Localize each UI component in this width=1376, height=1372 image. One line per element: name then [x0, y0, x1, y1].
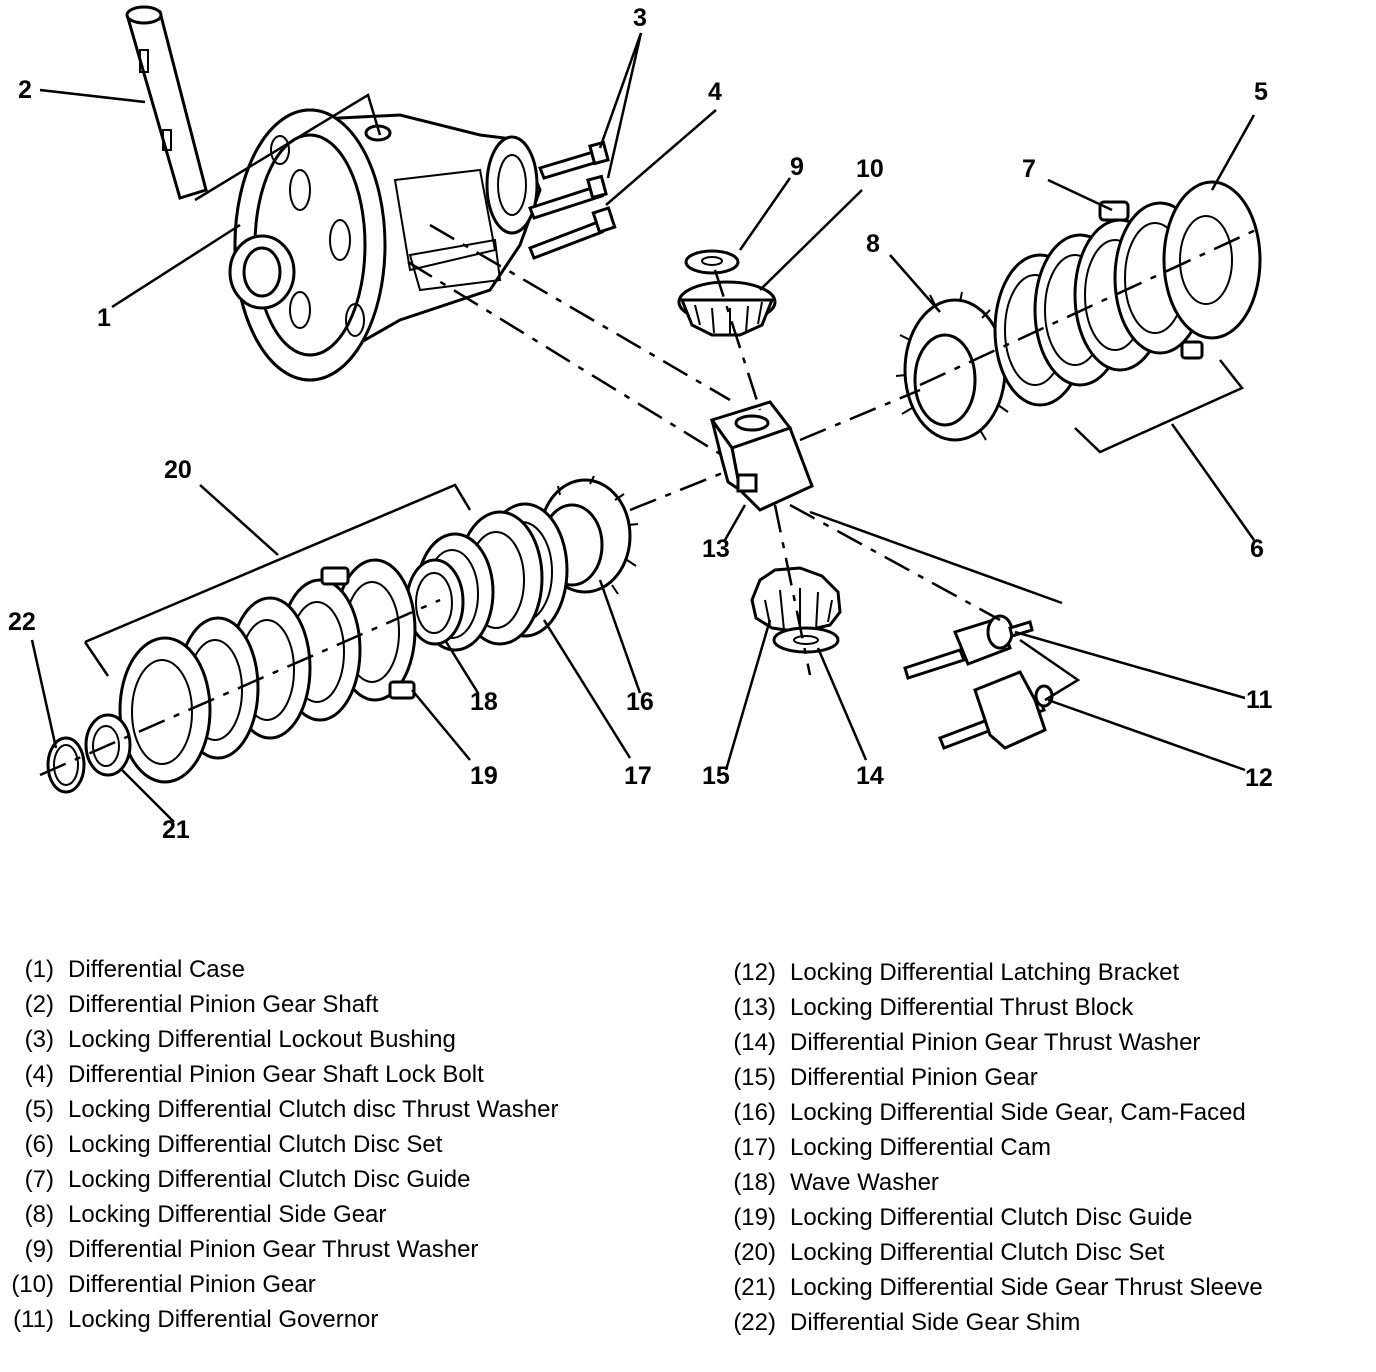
legend-item: (13)Locking Differential Thrust Block	[733, 994, 1134, 1021]
leader-lines	[30, 32, 1256, 823]
legend-item: (16)Locking Differential Side Gear, Cam-…	[733, 1099, 1246, 1126]
legend-item: (11)Locking Differential Governor	[13, 1306, 379, 1333]
legend-item: (10)Differential Pinion Gear	[11, 1271, 316, 1298]
legend-item: (8)Locking Differential Side Gear	[24, 1201, 387, 1228]
callout-2: 2	[18, 76, 32, 104]
callout-20: 20	[164, 456, 192, 484]
callout-13: 13	[702, 535, 730, 563]
callout-3: 3	[633, 4, 647, 32]
callout-10: 10	[856, 155, 884, 183]
callout-8: 8	[866, 230, 880, 258]
pinion-shaft-lock-bolt	[528, 206, 617, 260]
legend-item: (3)Locking Differential Lockout Bushing	[24, 1026, 456, 1053]
callout-6: 6	[1250, 535, 1264, 563]
parts-legend-left: (1)Differential Case (2)Differential Pin…	[10, 955, 570, 1340]
group-bracket-11	[809, 510, 1081, 702]
pinion-thrust-washer-top	[684, 249, 740, 275]
callout-15: 15	[702, 762, 730, 790]
clutch-disc-guide-left	[320, 566, 416, 700]
clutch-disc-thrust-washer	[1162, 180, 1262, 340]
group-bracket-case	[194, 93, 382, 202]
pinion-gear-top	[677, 280, 777, 337]
callout-18: 18	[470, 688, 498, 716]
pinion-gear-lower	[750, 566, 842, 634]
legend-item: (1)Differential Case	[24, 956, 245, 983]
callout-7: 7	[1022, 155, 1036, 183]
latching-bracket	[938, 670, 1054, 750]
callout-4: 4	[708, 78, 722, 106]
callout-22: 22	[8, 608, 36, 636]
exploded-view-diagram: 1 2 3 4 5 6 7 8 9 10 11 12 13 14 15 16 1…	[8, 4, 1273, 844]
callout-19: 19	[470, 762, 498, 790]
governor	[903, 614, 1034, 680]
callout-labels: 1 2 3 4 5 6 7 8 9 10 11 12 13 14 15 16 1…	[8, 4, 1273, 844]
legend-item: (12)Locking Differential Latching Bracke…	[733, 959, 1180, 986]
side-gear-shim	[46, 736, 86, 794]
legend-item: (22)Differential Side Gear Shim	[733, 1309, 1081, 1336]
differential-case	[228, 108, 542, 382]
legend-item: (7)Locking Differential Clutch Disc Guid…	[24, 1166, 471, 1193]
callout-9: 9	[790, 153, 804, 181]
pinion-gear-shaft	[125, 5, 208, 200]
group-bracket-6	[1074, 359, 1244, 454]
legend-item: (21)Locking Differential Side Gear Thrus…	[733, 1274, 1263, 1301]
assembly-center-lines	[39, 223, 1261, 777]
callout-12: 12	[1245, 764, 1273, 792]
parts-legend-right: (12)Locking Differential Latching Bracke…	[730, 958, 1370, 1343]
wave-washer	[405, 532, 495, 652]
legend-item: (19)Locking Differential Clutch Disc Gui…	[733, 1204, 1193, 1231]
callout-16: 16	[626, 688, 654, 716]
legend-item: (17)Locking Differential Cam	[733, 1134, 1052, 1161]
legend-item: (6)Locking Differential Clutch Disc Set	[24, 1131, 443, 1158]
legend-item: (20)Locking Differential Clutch Disc Set	[733, 1239, 1165, 1266]
callout-17: 17	[624, 762, 652, 790]
legend-item: (14)Differential Pinion Gear Thrust Wash…	[733, 1029, 1201, 1056]
clutch-disc-set-left	[118, 558, 417, 784]
pinion-thrust-washer-lower	[772, 626, 840, 654]
group-bracket-20	[83, 483, 472, 677]
callout-14: 14	[856, 762, 884, 790]
clutch-disc-guide-right	[1098, 200, 1204, 360]
legend-item: (5)Locking Differential Clutch disc Thru…	[24, 1096, 559, 1123]
legend-item: (2)Differential Pinion Gear Shaft	[24, 991, 379, 1018]
thrust-block	[709, 400, 814, 512]
callout-21: 21	[162, 816, 190, 844]
legend-item: (4)Differential Pinion Gear Shaft Lock B…	[24, 1061, 484, 1088]
legend-item: (15)Differential Pinion Gear	[733, 1064, 1038, 1091]
lockout-bushings	[528, 140, 610, 220]
callout-5: 5	[1254, 78, 1268, 106]
callout-1: 1	[97, 304, 111, 332]
callout-11: 11	[1246, 686, 1273, 714]
legend-item: (9)Differential Pinion Gear Thrust Washe…	[24, 1236, 479, 1263]
legend-item: (18)Wave Washer	[733, 1169, 939, 1196]
